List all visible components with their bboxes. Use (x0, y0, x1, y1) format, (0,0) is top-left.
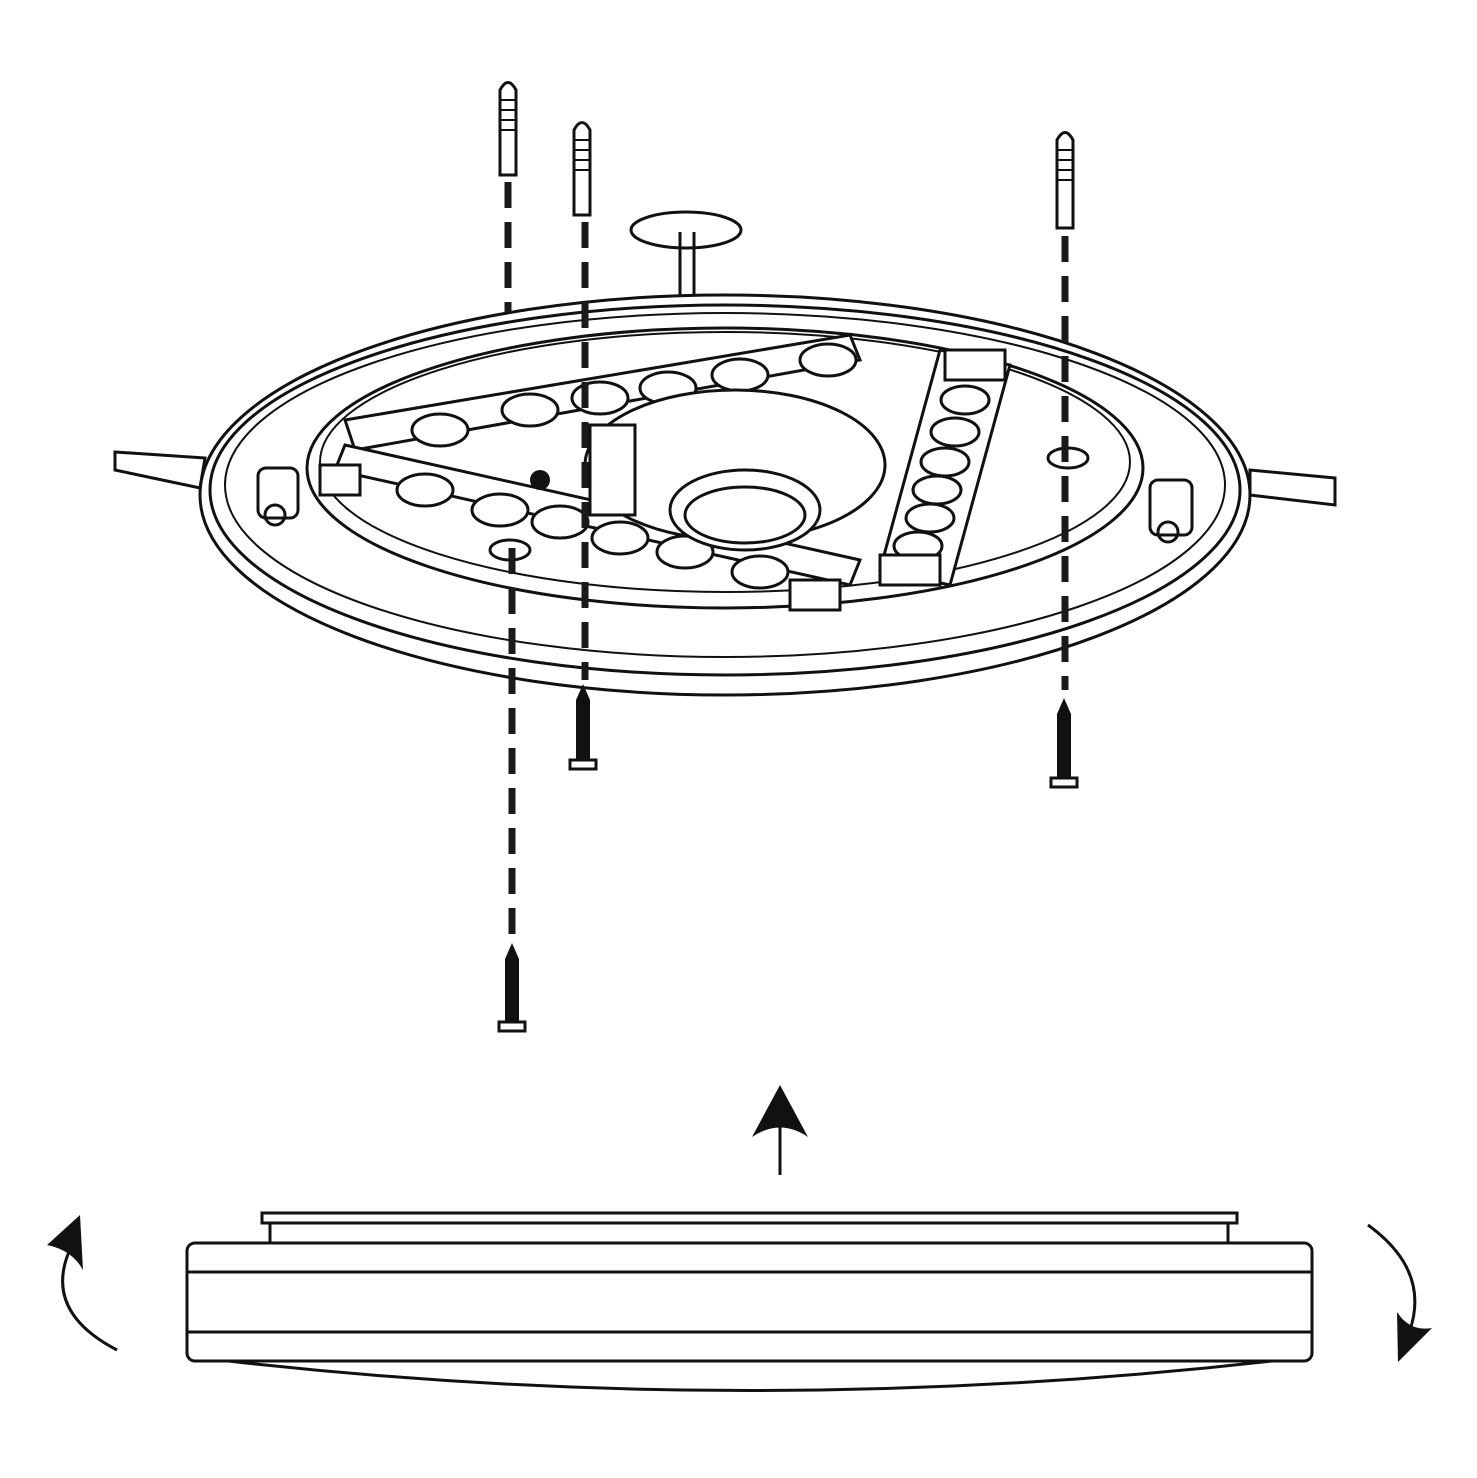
terminal-block (588, 423, 637, 517)
wall-plug-2 (572, 121, 592, 217)
arrow-up-icon (752, 1085, 808, 1175)
wall-plug-3 (1055, 131, 1075, 230)
mounting-plate (113, 293, 1337, 697)
right-tab (1248, 468, 1337, 507)
screw-3 (497, 943, 527, 1033)
wall-plug-1 (498, 81, 518, 177)
led-cups (395, 342, 991, 590)
screw-2 (1049, 698, 1079, 789)
ceiling-cable (629, 210, 743, 300)
left-tab (113, 450, 207, 490)
rotate-left-arrow-icon (47, 1215, 118, 1352)
lamp-body (185, 1211, 1314, 1392)
rotate-right-arrow-icon (1367, 1223, 1432, 1362)
screw-1 (568, 684, 598, 771)
